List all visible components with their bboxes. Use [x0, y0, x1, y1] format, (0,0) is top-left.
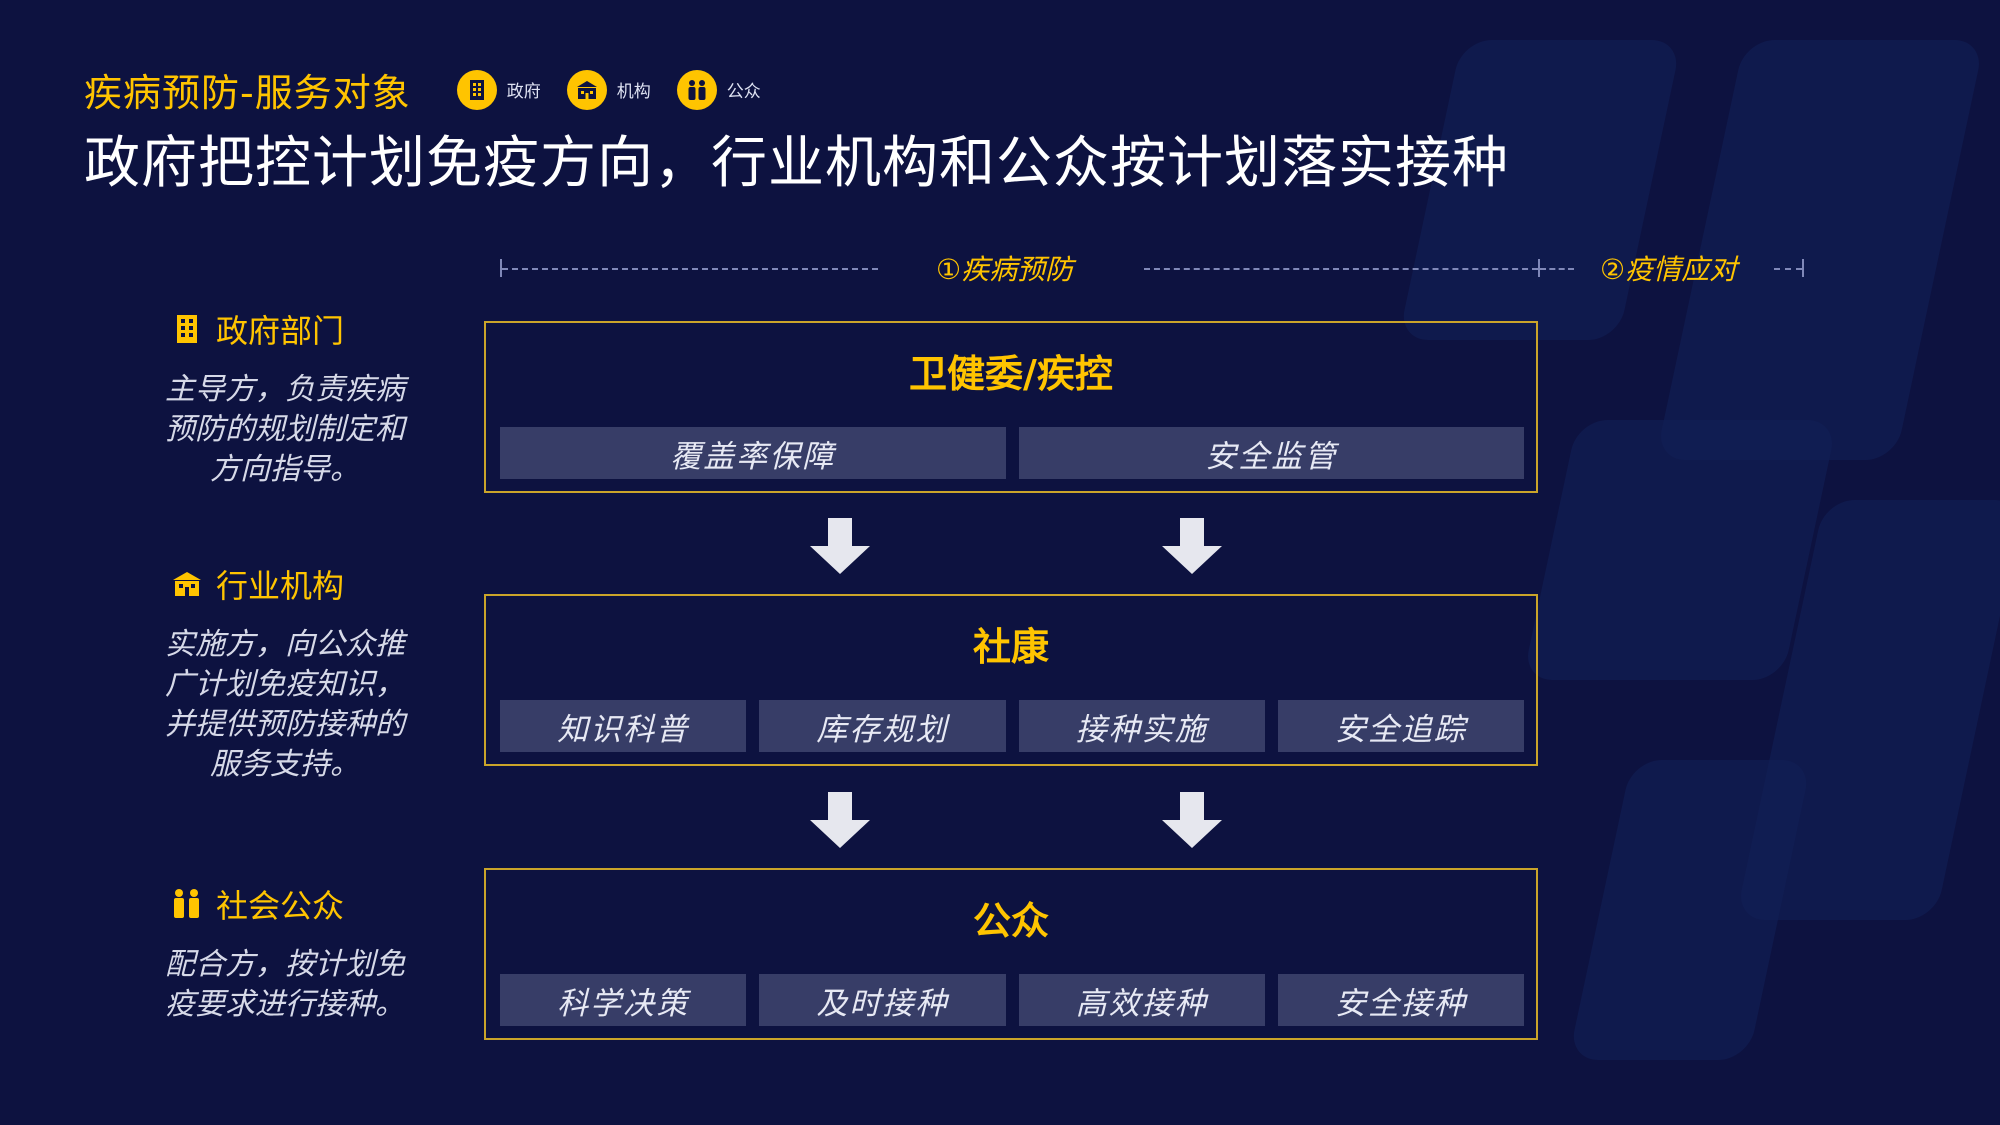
legend-item-public: 公众	[676, 69, 761, 110]
role-description: 配合方，按计划免 疫要求进行接种。	[150, 945, 420, 1025]
role-description-line: 主导方，负责疾病	[165, 372, 405, 407]
header-row: 疾病预防-服务对象 政府 机构 公众	[84, 62, 787, 117]
role-header: 社会公众	[150, 881, 420, 927]
role-description-line: 配合方，按计划免	[165, 947, 405, 982]
box-title: 社康	[972, 625, 1049, 669]
legend-label: 机构	[616, 82, 651, 102]
timeline-tick	[500, 259, 502, 277]
people-icon	[676, 69, 717, 110]
chip-safety-supervision: 安全监管	[1018, 427, 1524, 479]
down-arrow-icon	[1162, 792, 1222, 848]
timeline-line	[1774, 268, 1802, 270]
role-title: 政府部门	[216, 312, 345, 350]
legend-item-institution: 机构	[566, 69, 651, 110]
down-arrow-icon	[1162, 518, 1222, 574]
chip-safe-vaccination: 安全接种	[1277, 974, 1524, 1026]
role-description-line: 方向指导。	[210, 452, 360, 487]
chip-coverage: 覆盖率保障	[500, 427, 1006, 479]
chip-row: 覆盖率保障 安全监管	[500, 427, 1524, 479]
chip-inventory: 库存规划	[759, 700, 1006, 752]
role-public: 社会公众 配合方，按计划免 疫要求进行接种。	[150, 881, 420, 1025]
role-institution: 行业机构 实施方，向公众推 广计划免疫知识， 并提供预防接种的 服务支持。	[150, 561, 420, 785]
stage-timeline: ①疾病预防 ②疫情应对	[500, 246, 1810, 290]
role-government: 政府部门 主导方，负责疾病 预防的规划制定和 方向指导。	[150, 306, 420, 490]
timeline-line	[1144, 268, 1538, 270]
legend-label: 公众	[726, 82, 761, 102]
timeline-line	[1540, 268, 1574, 270]
role-description-line: 服务支持。	[210, 747, 360, 782]
box-title: 公众	[972, 899, 1049, 943]
legend-label: 政府	[506, 82, 541, 102]
stage-label-prevention: ①疾病预防	[936, 253, 1074, 286]
role-description-line: 实施方，向公众推	[165, 627, 405, 662]
role-description-line: 并提供预防接种的	[165, 707, 405, 742]
people-icon	[170, 887, 204, 921]
timeline-tick	[1538, 259, 1540, 277]
chip-safety-tracking: 安全追踪	[1277, 700, 1524, 752]
role-description: 实施方，向公众推 广计划免疫知识， 并提供预防接种的 服务支持。	[150, 625, 420, 785]
timeline-line	[502, 268, 878, 270]
role-description-line: 广计划免疫知识，	[165, 667, 405, 702]
chip-efficient-vaccination: 高效接种	[1018, 974, 1265, 1026]
stage-label-response: ②疫情应对	[1600, 253, 1738, 286]
role-title: 行业机构	[216, 567, 345, 605]
legend: 政府 机构 公众	[456, 69, 787, 110]
chip-vaccination: 接种实施	[1018, 700, 1265, 752]
box-public: 公众 科学决策 及时接种 高效接种 安全接种	[484, 868, 1538, 1040]
chip-row: 科学决策 及时接种 高效接种 安全接种	[500, 974, 1524, 1026]
box-title: 卫健委/疾控	[909, 352, 1113, 396]
role-title: 社会公众	[216, 887, 345, 925]
institution-building-icon	[170, 567, 204, 601]
chip-knowledge: 知识科普	[500, 700, 747, 752]
role-header: 行业机构	[150, 561, 420, 607]
slide-subtitle: 疾病预防-服务对象	[84, 71, 411, 115]
role-description: 主导方，负责疾病 预防的规划制定和 方向指导。	[150, 370, 420, 490]
role-header: 政府部门	[150, 306, 420, 352]
down-arrow-icon	[810, 792, 870, 848]
legend-item-government: 政府	[456, 69, 541, 110]
chip-row: 知识科普 库存规划 接种实施 安全追踪	[500, 700, 1524, 752]
role-description-line: 预防的规划制定和	[165, 412, 405, 447]
box-community-health: 社康 知识科普 库存规划 接种实施 安全追踪	[484, 594, 1538, 766]
box-health-commission: 卫健委/疾控 覆盖率保障 安全监管	[484, 321, 1538, 493]
timeline-tick	[1802, 259, 1804, 277]
chip-informed-decision: 科学决策	[500, 974, 747, 1026]
role-description-line: 疫要求进行接种。	[165, 987, 405, 1022]
government-building-icon	[456, 69, 497, 110]
government-building-icon	[170, 312, 204, 346]
slide-title: 政府把控计划免疫方向，行业机构和公众按计划落实接种	[84, 131, 1509, 196]
down-arrow-icon	[810, 518, 870, 574]
chip-timely-vaccination: 及时接种	[759, 974, 1006, 1026]
institution-building-icon	[566, 69, 607, 110]
